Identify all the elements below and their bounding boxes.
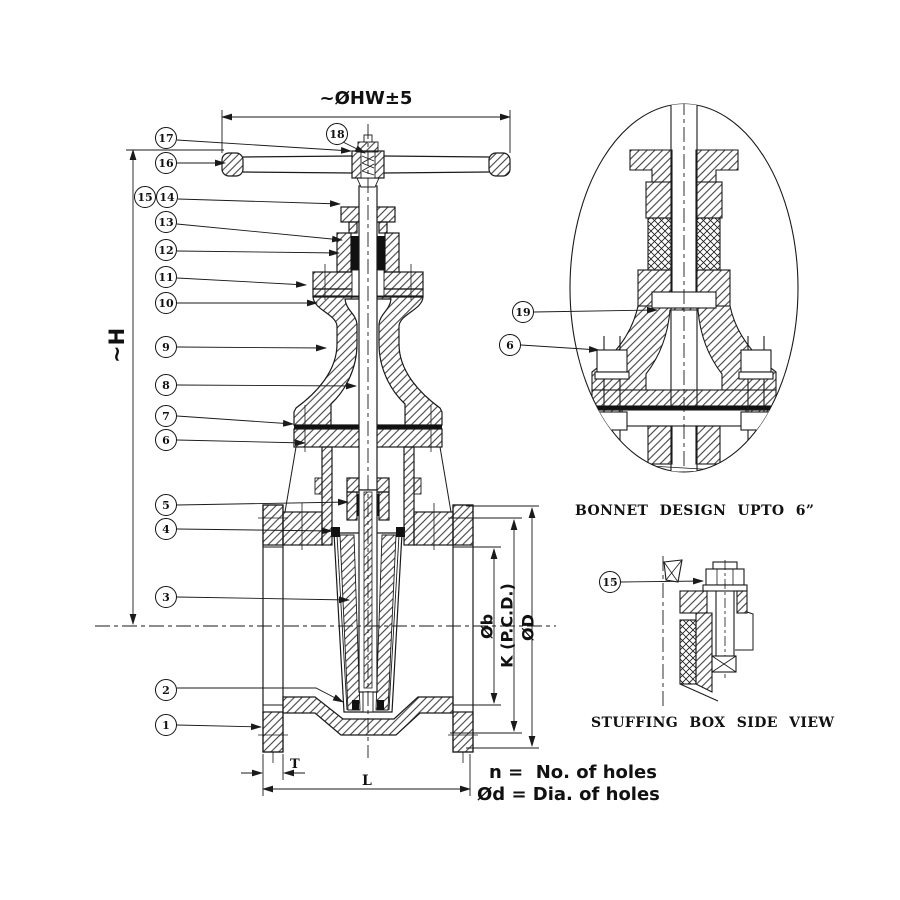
callout-4: 4 <box>155 518 177 540</box>
callout-15-detail: 15 <box>599 571 621 593</box>
handwheel <box>221 134 511 188</box>
end-flange-right <box>448 504 478 763</box>
body-top-flange <box>282 446 454 550</box>
leader-lines <box>176 139 704 731</box>
callout-12: 12 <box>155 239 177 261</box>
callout-11: 11 <box>155 266 177 288</box>
callout-6-detail: 6 <box>499 334 521 356</box>
dim-label-flange-thickness: T <box>290 757 300 772</box>
centerlines <box>95 124 556 758</box>
caption-bonnet-detail: BONNET DESIGN UPTO 6” <box>575 503 815 519</box>
caption-stuffing-box-detail: STUFFING BOX SIDE VIEW <box>591 715 835 731</box>
callout-1: 1 <box>155 714 177 736</box>
callout-13: 13 <box>155 211 177 233</box>
callout-10: 10 <box>155 292 177 314</box>
dim-label-bore: Øb <box>477 613 497 640</box>
dim-label-handwheel-dia: ~ØHW±5 <box>319 88 413 109</box>
callout-19: 19 <box>512 301 534 323</box>
callout-18: 18 <box>326 123 348 145</box>
callout-2: 2 <box>155 679 177 701</box>
bonnet-detail-view <box>569 103 799 473</box>
stuffing-box-detail-view <box>662 556 754 706</box>
note-number-of-holes: n = No. of holes <box>489 762 657 783</box>
main-view <box>95 110 704 796</box>
dim-label-pcd: K (P.C.D.) <box>497 583 517 668</box>
dimension-lines <box>126 110 539 796</box>
callout-6: 6 <box>155 429 177 451</box>
callout-7: 7 <box>155 405 177 427</box>
body-bottom <box>282 696 454 736</box>
callout-17: 17 <box>155 127 177 149</box>
callout-15: 15 <box>134 186 156 208</box>
callout-3: 3 <box>155 586 177 608</box>
callout-16: 16 <box>155 152 177 174</box>
dim-label-height: ~H <box>105 327 129 363</box>
callout-14: 14 <box>156 186 178 208</box>
callout-9: 9 <box>155 336 177 358</box>
dim-label-face-to-face: L <box>362 773 372 789</box>
dim-label-flange-od: ØD <box>518 614 538 641</box>
callout-8: 8 <box>155 374 177 396</box>
note-dia-of-holes: Ød = Dia. of holes <box>477 784 660 805</box>
callout-5: 5 <box>155 494 177 516</box>
